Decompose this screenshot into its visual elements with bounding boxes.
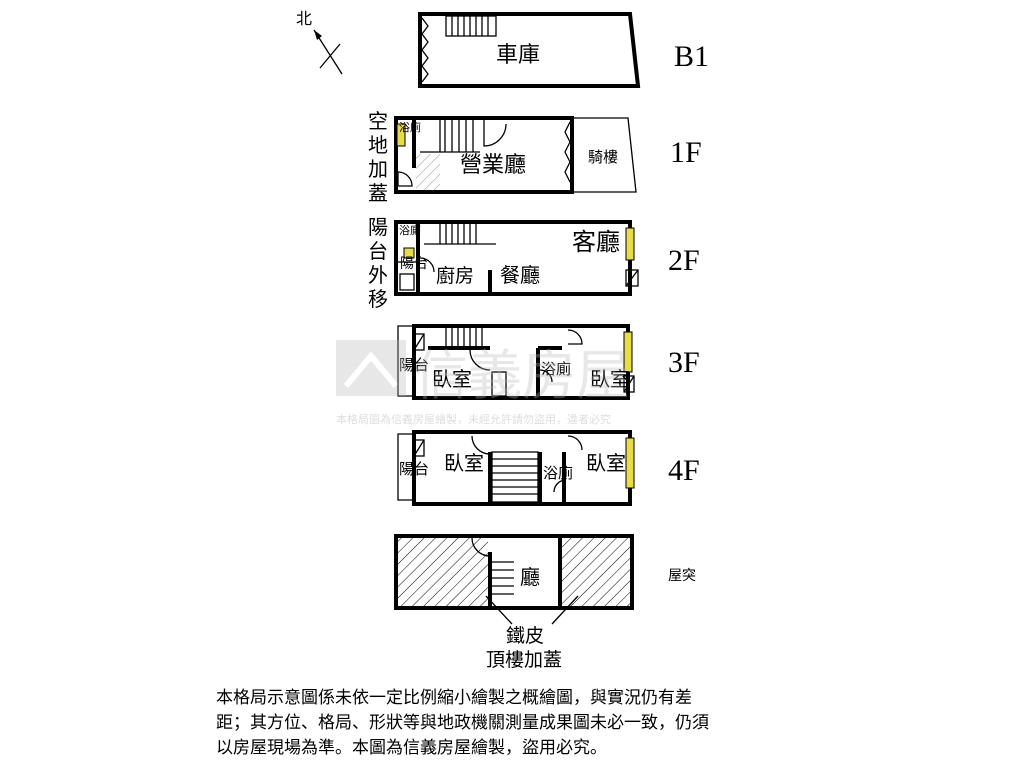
roof-hatched-right: [562, 536, 632, 608]
3f-bedroom-right-label: 臥室: [590, 367, 630, 391]
4f-door-swing: [471, 435, 491, 455]
2f-window: [625, 227, 635, 261]
2f-balcony-label: 陽台: [400, 256, 428, 272]
roof-hall-label: 廳: [520, 565, 540, 589]
1f-side-note-char: 空: [368, 109, 388, 133]
2f-dining-label: 餐廳: [500, 263, 540, 287]
2f-ac-unit: [625, 269, 639, 287]
3f-floor-label: 3F: [668, 346, 700, 379]
3f-window: [623, 331, 633, 373]
floor-roof: 廳 屋突 鐵皮 頂樓加蓋: [394, 534, 696, 671]
4f-window: [625, 437, 635, 489]
roof-outline: [394, 534, 634, 610]
4f-balcony-label: 陽台: [399, 460, 429, 478]
1f-arcade-label: 騎樓: [588, 148, 618, 166]
north-compass: 北: [296, 9, 343, 75]
b1-stairs: [445, 15, 497, 37]
1f-side-note: 空 地 加 蓋: [368, 109, 388, 205]
floor-b1: 車庫 B1: [418, 12, 709, 88]
compass-north-label: 北: [296, 9, 312, 28]
watermark-roof-icon: [343, 351, 399, 388]
floor-2f: 浴廁 陽台 廚房 餐廳 客廳 陽 台 外 移 2F: [368, 215, 700, 311]
floor-1f: 浴廁 營業廳 騎樓 空 地 加 蓋 1F: [368, 109, 702, 205]
2f-bath-label: 浴廁: [399, 223, 421, 237]
disclaimer-line: 距；其方位、格局、形狀等與地政機關測量成果圖未必一致，仍須: [216, 713, 709, 733]
3f-balcony-label: 陽台: [399, 356, 429, 374]
roof-callout-line-right: [551, 595, 579, 625]
watermark-brand: 信義房屋: [414, 344, 630, 407]
1f-bath-label: 浴廁: [399, 120, 421, 134]
1f-floor-label: 1F: [670, 136, 702, 169]
disclaimer-line: 本格局示意圖係未依一定比例縮小繪製之概繪圖，與實況仍有差: [216, 688, 692, 708]
watermark-logo-block: [336, 340, 406, 396]
4f-bedroom-left-label: 臥室: [444, 451, 484, 475]
4f-door-swing-right: [567, 435, 583, 451]
roof-floor-label: 屋突: [668, 568, 696, 584]
roof-callout-line1: 鐵皮: [506, 625, 544, 647]
2f-living-label: 客廳: [572, 228, 620, 256]
b1-floor-label: B1: [674, 40, 709, 73]
4f-floor-label: 4F: [668, 454, 700, 487]
1f-window: [396, 123, 406, 147]
roof-callout-line2: 頂樓加蓋: [486, 649, 562, 671]
1f-side-door: [397, 171, 413, 187]
roof-door-swing: [471, 537, 491, 557]
b1-rolling-door: [421, 17, 429, 83]
2f-kitchen-label: 廚房: [436, 264, 474, 287]
3f-balcony-outline: [397, 325, 414, 397]
2f-balcony-door: [419, 257, 435, 273]
4f-stairs: [491, 451, 539, 503]
2f-side-note: 陽 台 外 移: [368, 215, 388, 311]
watermark-notice: 本格局圖為信義房屋繪製，未經允許請勿盜用，違者必究: [336, 412, 611, 426]
1f-side-note-char: 加: [368, 157, 388, 181]
2f-floor-label: 2F: [668, 244, 700, 277]
2f-side-note-char: 外: [368, 263, 388, 287]
roof-hatched-left: [396, 536, 488, 608]
2f-stairs: [424, 224, 496, 245]
2f-side-note-char: 移: [368, 287, 388, 311]
watermark: 信義房屋 本格局圖為信義房屋繪製，未經允許請勿盜用，違者必究: [336, 340, 630, 426]
1f-business-hall-label: 營業廳: [460, 153, 526, 178]
3f-bath-label: 浴廁: [541, 360, 571, 378]
2f-side-note-char: 台: [368, 239, 388, 263]
4f-bath-label: 浴廁: [543, 464, 573, 482]
3f-bedroom-left-label: 臥室: [432, 367, 472, 391]
1f-stairs: [420, 120, 480, 153]
1f-front-rolling-door: [564, 121, 571, 183]
roof-callout-line-left: [485, 595, 513, 625]
3f-stairs: [445, 328, 507, 397]
roof-stairs: [492, 561, 514, 595]
compass-arrow-icon: [314, 30, 322, 40]
floor-4f: 陽台 臥室 浴廁 臥室 4F: [397, 430, 700, 506]
1f-side-note-char: 地: [368, 133, 388, 157]
1f-arcade-outline: [571, 117, 637, 193]
floor-3f: 陽台 臥室 浴廁 臥室 3F: [397, 324, 700, 400]
b1-outline: [418, 12, 641, 88]
1f-hatched-area: [416, 154, 440, 190]
2f-side-note-char: 陽: [368, 215, 388, 239]
3f-door-swing-right: [567, 329, 583, 345]
disclaimer: 本格局示意圖係未依一定比例縮小繪製之概繪圖，與實況仍有差 距；其方位、格局、形狀…: [216, 686, 816, 761]
4f-bedroom-right-label: 臥室: [586, 451, 626, 475]
compass-crossbar: [319, 43, 341, 69]
4f-balcony-outline: [397, 433, 414, 501]
1f-door-swing: [483, 120, 507, 147]
b1-garage-label: 車庫: [496, 43, 540, 68]
1f-side-note-char: 蓋: [368, 181, 388, 205]
disclaimer-line: 以房屋現場為準。本圖為信義房屋繪製，盜用必究。: [216, 738, 607, 758]
3f-door-swing: [469, 349, 491, 371]
